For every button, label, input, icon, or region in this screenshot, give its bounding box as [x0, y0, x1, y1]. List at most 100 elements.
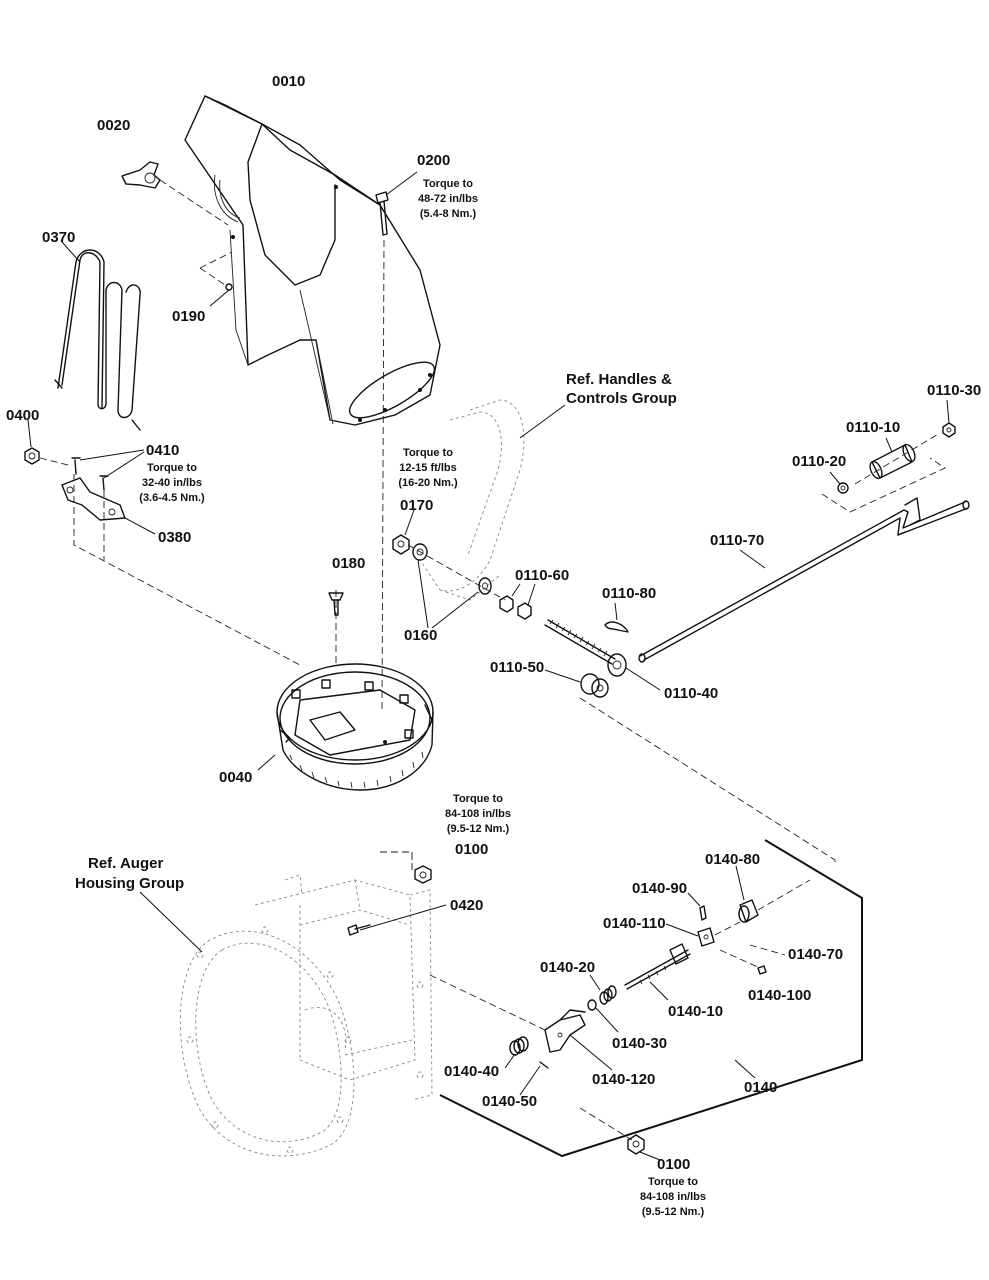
knob-part [121, 161, 161, 189]
label-0100-bottom: 0100 [657, 1156, 690, 1173]
label-0140-40: 0140-40 [444, 1063, 499, 1080]
label-0110-10: 0110-10 [846, 419, 900, 436]
label-0400: 0400 [6, 407, 39, 424]
label-0110-20: 0110-20 [792, 453, 846, 470]
shaft-0140-10 [624, 943, 691, 990]
pin-0190 [225, 283, 233, 291]
label-0100-top: 0100 [455, 841, 488, 858]
torque-0100-top-l2: 84-108 in/lbs [445, 808, 511, 820]
torque-note-0170: Torque to 12-15 ft/lbs (16-20 Nm.) [398, 447, 458, 489]
leader-0110-80 [614, 602, 618, 621]
dash-0100-top [380, 851, 413, 870]
label-0140-70: 0140-70 [788, 946, 843, 963]
leader-0190 [209, 289, 230, 307]
nut-0110-30 [942, 422, 956, 438]
label-0180: 0180 [332, 555, 365, 572]
dash-0140-housing [429, 974, 546, 1031]
dash-0400 [39, 457, 73, 467]
nut-0100-bottom [627, 1134, 645, 1155]
label-0140-10: 0140-10 [668, 1003, 723, 1020]
nut-0170 [392, 534, 410, 555]
bolt-0420 [347, 924, 371, 936]
torque-note-0200: Torque to 48-72 in/lbs (5.4-8 Nm.) [418, 178, 478, 220]
washer-0110-20 [837, 482, 849, 494]
leader-0380 [124, 517, 156, 535]
rod-0110-70 [544, 497, 970, 665]
torque-note-0100-bottom: Torque to 84-108 in/lbs (9.5-12 Nm.) [640, 1176, 706, 1218]
torque-0170-l1: Torque to [403, 447, 453, 459]
leader-0140 [734, 1059, 756, 1079]
torque-0100-top-l3: (9.5-12 Nm.) [447, 823, 510, 835]
label-0110-30: 0110-30 [927, 382, 981, 399]
label-0010: 0010 [272, 73, 305, 90]
leader-0110-40 [625, 667, 661, 691]
label-0170: 0170 [400, 497, 433, 514]
ref-handles-line2: Controls Group [566, 390, 677, 407]
label-0410: 0410 [146, 442, 179, 459]
torque-0200-l3: (5.4-8 Nm.) [420, 208, 477, 220]
torque-0170-l3: (16-20 Nm.) [398, 477, 458, 489]
leader-0110-50 [544, 669, 581, 683]
label-0110-70: 0110-70 [710, 532, 764, 549]
dash-0100-bottom [579, 1107, 633, 1141]
coupler-0140-80 [738, 899, 759, 923]
bolt-0180 [328, 592, 344, 616]
auger-housing-ghost [179, 874, 433, 1157]
bolt-0200 [375, 191, 389, 236]
label-0110-80: 0110-80 [602, 585, 656, 602]
leader-0140-50 [519, 1065, 541, 1096]
label-0140-30: 0140-30 [612, 1035, 667, 1052]
leader-0110-10 [885, 437, 893, 453]
label-0140-90: 0140-90 [632, 880, 687, 897]
leader-0140-20 [589, 974, 601, 991]
leader-0370 [61, 241, 81, 263]
dash-0110-grip [821, 457, 946, 513]
bracket-0140-120 [544, 1009, 586, 1053]
label-0190: 0190 [172, 308, 205, 325]
leader-0140-110 [665, 923, 699, 937]
label-0140-110: 0140-110 [603, 915, 666, 932]
leader-0140-40 [504, 1053, 516, 1069]
torque-0410-l3: (3.6-4.5 Nm.) [139, 492, 205, 504]
washer-0110-40 [607, 653, 627, 677]
washer-0140-30 [587, 999, 597, 1011]
torque-0100-bottom-l1: Torque to [648, 1176, 698, 1188]
leader-0140-120 [569, 1034, 613, 1071]
leader-ref-auger [139, 891, 203, 953]
nut-0110-60 [499, 595, 532, 620]
dash-0190-b [199, 267, 226, 286]
ref-handles-line1: Ref. Handles & [566, 371, 672, 388]
leader-0410b [103, 451, 145, 479]
leader-0170 [404, 509, 415, 536]
leader-0110-70 [739, 549, 766, 569]
washer-0160 [412, 543, 492, 595]
nut-0100-top [414, 865, 432, 884]
label-0370: 0370 [42, 229, 75, 246]
label-0200: 0200 [417, 152, 450, 169]
label-0420: 0420 [450, 897, 483, 914]
pin-0140-90 [699, 905, 707, 921]
leader-0110-20 [829, 471, 841, 485]
leader-0040 [257, 754, 276, 771]
label-0140-50: 0140-50 [482, 1093, 537, 1110]
leader-0140-10 [649, 981, 669, 1001]
leader-0110-30 [946, 399, 950, 424]
dash-0140-100 [719, 949, 761, 969]
torque-note-0410: Torque to 32-40 in/lbs (3.6-4.5 Nm.) [139, 462, 205, 504]
torque-0200-l1: Torque to [423, 178, 473, 190]
leader-0020 [159, 179, 229, 226]
nut-0400 [24, 419, 40, 465]
leader-0140-90 [687, 892, 701, 907]
handles-ghost [419, 399, 525, 601]
bracket-0380 [61, 457, 126, 521]
dash-0140-80 [757, 879, 811, 911]
label-0380: 0380 [158, 529, 191, 546]
clip-0110-80 [604, 621, 629, 633]
leader-0160a [417, 559, 429, 629]
leader-0200 [385, 171, 418, 196]
label-0160: 0160 [404, 627, 437, 644]
dash-washers [407, 544, 506, 601]
pin-0140-100 [757, 965, 767, 975]
label-0110-50: 0110-50 [490, 659, 544, 676]
